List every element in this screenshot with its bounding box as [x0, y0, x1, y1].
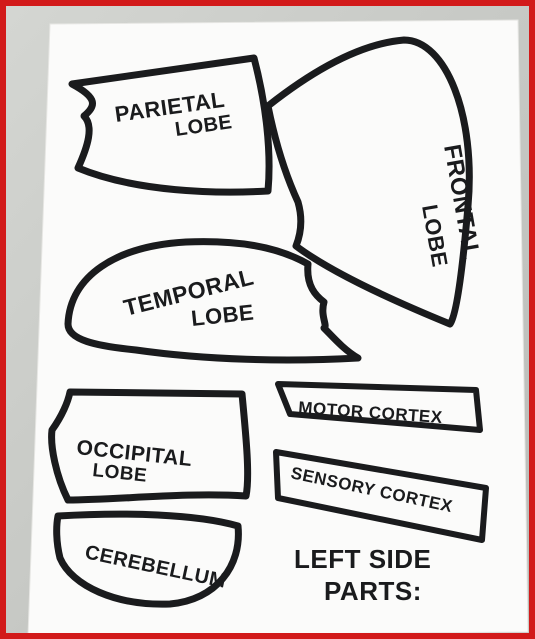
cerebellum-shape [53, 510, 242, 608]
left-side-label-line1: LEFT SIDE [294, 544, 431, 574]
photo-scene: PARIETAL LOBE FRONTAL LOBE TEMPORAL LOBE… [6, 6, 529, 633]
left-side-label-line2: PARTS: [324, 576, 422, 606]
motor-cortex-shape [275, 381, 483, 433]
temporal-lobe-shape [64, 238, 362, 364]
parietal-lobe-shape [68, 54, 273, 196]
sensory-cortex-shape [273, 449, 489, 543]
frontal-lobe-shape [264, 36, 473, 328]
paper-sheet [27, 19, 529, 633]
occipital-lobe-shape [48, 388, 252, 504]
